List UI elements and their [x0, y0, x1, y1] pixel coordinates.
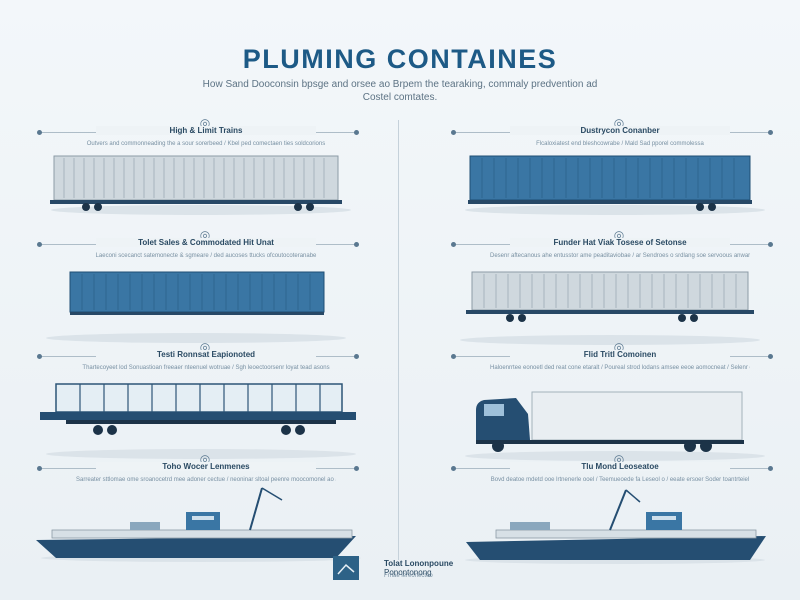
- page-title: PLUMING CONTAINES: [242, 44, 558, 74]
- panel-blue-container: ◎ Dustrycon Conanber Flcaloxiatest end b…: [450, 116, 790, 232]
- panel-title: Testi Ronnsat Eapionoted: [96, 350, 316, 359]
- wagon-icon: ◎: [199, 340, 211, 354]
- panel-title: Toho Wocer Lenmenes: [96, 462, 316, 471]
- panel-description: Haloenrrtee eonoetl ded reat cone etaral…: [490, 365, 750, 371]
- panel-description: Flcaloxiatest end bleshcowrabe / Mald Sa…: [536, 141, 704, 147]
- container-icon: ◎: [199, 228, 211, 242]
- panel-description: Bovd deatoe mdetd ooe lrtnenerle ooel / …: [490, 477, 750, 483]
- panel-description: Thartecoyeet lod Sonuastioan freeaer nte…: [82, 365, 330, 371]
- container-icon: ◎: [613, 228, 625, 242]
- panel-grey-flatbed: ◎ Funder Hat Viak Tosese of Setonse Dese…: [450, 228, 790, 345]
- panel-rail-wagon: ◎ Testi Ronnsat Eapionoted Thartecoyeet …: [36, 340, 376, 459]
- rail-wagon-illustration: [40, 383, 356, 459]
- panel-description: Outvers and commonneading the a sour sor…: [86, 141, 326, 147]
- panel-title: Funder Hat Viak Tosese of Setonse: [510, 238, 730, 247]
- ship-icon: ◎: [199, 452, 211, 466]
- page-subtitle: How Sand Dooconsin bpsge and orsee ao Br…: [202, 79, 598, 103]
- blue-container-illustration: [46, 271, 346, 343]
- footer-name: Tolat Lononpoune: [384, 559, 454, 568]
- panel-truck: ◎ Flid Tritl Comoinen Haloenrrtee eonoet…: [450, 340, 790, 461]
- panel-description: Sarreater sttlomae ome sroanocetrd mee a…: [76, 477, 336, 483]
- panel-title: Dustrycon Conanber: [510, 126, 730, 135]
- footer-brand-name: Tolat Lononpoune Ponontonong: [384, 559, 453, 577]
- blue-container-illustration: [465, 155, 765, 215]
- footer-tag: Ponontonong: [384, 568, 432, 577]
- ship-illustration: [465, 489, 766, 564]
- panel-description: Desenr aftecanous ahe entusstor ame pead…: [490, 253, 750, 259]
- ship-illustration: [36, 487, 361, 562]
- container-icon: ◎: [199, 116, 211, 130]
- panel-ship-right: ◎ Tlu Mond Leoseatoe Bovd deatoe mdetd o…: [450, 452, 790, 568]
- logo-icon: [333, 556, 359, 580]
- grey-flatbed-illustration: [460, 271, 760, 345]
- truck-illustration: [465, 391, 765, 461]
- footer-subtitle: Frnae lereonecteo: [384, 573, 433, 579]
- panel-title: High & Limit Trains: [96, 126, 316, 135]
- panel-title: Tlu Mond Leoseatoe: [510, 462, 730, 471]
- container-icon: ◎: [613, 116, 625, 130]
- panel-grey-container: ◎ High & Limit Trains Outvers and common…: [36, 116, 376, 232]
- panel-description: Laeconi scecanct satemonecte & sgmeare /…: [95, 253, 317, 259]
- grey-container-illustration: [50, 155, 351, 215]
- ship-icon: ◎: [613, 452, 625, 466]
- panel-ship-left: ◎ Toho Wocer Lenmenes Sarreater sttlomae…: [36, 452, 376, 568]
- panel-title: Flid Tritl Comoinen: [510, 350, 730, 359]
- truck-icon: ◎: [613, 340, 625, 354]
- panel-blue-container-left: ◎ Tolet Sales & Commodated Hit Unat Laec…: [36, 228, 376, 344]
- panel-title: Tolet Sales & Commodated Hit Unat: [96, 238, 316, 247]
- column-divider: [398, 120, 399, 560]
